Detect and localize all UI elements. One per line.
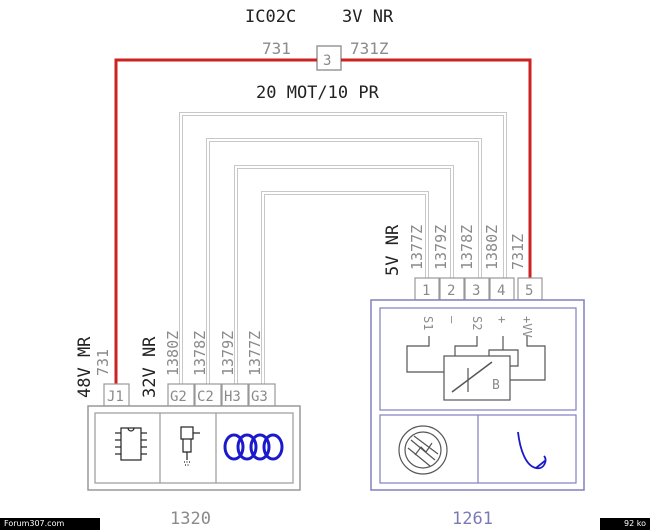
top-right-wire-label: 731Z bbox=[350, 39, 389, 58]
sensor-wire-label: 1379Z bbox=[432, 225, 450, 270]
harness-label: 20 MOT/10 PR bbox=[256, 83, 380, 103]
sensor-pin-func: – bbox=[445, 316, 459, 324]
top-left-wire-label: 731 bbox=[262, 39, 291, 58]
top-connector-desc: 3V NR bbox=[342, 7, 394, 27]
red-wire-right bbox=[341, 58, 532, 278]
ecu-pin-label: G2 bbox=[170, 389, 187, 405]
ecu-pin-label: H3 bbox=[224, 389, 241, 405]
ecu-wire-label: 1378Z bbox=[191, 331, 209, 376]
ecu-inner-panel bbox=[94, 412, 294, 484]
ecu-pin-label: G3 bbox=[251, 389, 268, 405]
ecu-pin-label: C2 bbox=[197, 389, 214, 405]
grey-wire-bundle bbox=[179, 112, 507, 384]
ecu-pin-label: J1 bbox=[107, 389, 124, 405]
red-wire-left bbox=[114, 58, 317, 384]
ecu-wire-label: 1379Z bbox=[219, 331, 237, 376]
footer-site: Forum307.com bbox=[0, 518, 100, 530]
coil-icon bbox=[223, 433, 284, 461]
sensor-pin-label: 1 bbox=[422, 283, 430, 299]
sensor-internal-wiring bbox=[406, 336, 546, 401]
ecu-number: 1320 bbox=[170, 509, 211, 529]
sensor-pin-label: 4 bbox=[497, 283, 505, 299]
ecu-conn1-wire: 731 bbox=[94, 349, 112, 376]
sensor-pin-label: 2 bbox=[447, 283, 455, 299]
footer-size: 92 ko bbox=[600, 518, 650, 530]
sensor-pin-func: +VV bbox=[520, 316, 534, 338]
ecu-wire-label: 1380Z bbox=[164, 331, 182, 376]
sensor-wire-label: 1377Z bbox=[408, 225, 426, 270]
sensor-conn-desc: 5V NR bbox=[383, 224, 403, 276]
sensor-upper-panel bbox=[379, 307, 577, 411]
sensor-pin-func: S1 bbox=[421, 316, 435, 330]
splice-label: 3 bbox=[323, 53, 331, 69]
hall-disc-icon bbox=[398, 425, 448, 475]
ecu-conn1-desc: 48V MR bbox=[75, 336, 95, 398]
sensor-number: 1261 bbox=[452, 509, 493, 529]
top-connector-label: IC02C bbox=[245, 7, 296, 27]
sensor-pin-func: S2 bbox=[470, 316, 484, 330]
splice-box bbox=[316, 45, 342, 71]
sensor-pin-func: + bbox=[495, 316, 509, 323]
curve-icon bbox=[517, 431, 547, 470]
ecu-wire-label: 1377Z bbox=[246, 331, 264, 376]
sensor-pin-label: 3 bbox=[472, 283, 480, 299]
sensor-pins bbox=[414, 277, 543, 301]
sensor-wire-label: 731Z bbox=[509, 234, 527, 270]
sensor-wire-label: 1380Z bbox=[483, 225, 501, 270]
chip-icon bbox=[115, 427, 147, 461]
sensor-pin-label: 5 bbox=[525, 283, 533, 299]
sensor-bridge-label: B bbox=[492, 378, 500, 393]
ecu-pins bbox=[103, 383, 276, 407]
ecu-conn2-desc: 32V NR bbox=[140, 336, 160, 398]
injector-icon bbox=[180, 426, 200, 466]
sensor-wire-label: 1378Z bbox=[458, 225, 476, 270]
